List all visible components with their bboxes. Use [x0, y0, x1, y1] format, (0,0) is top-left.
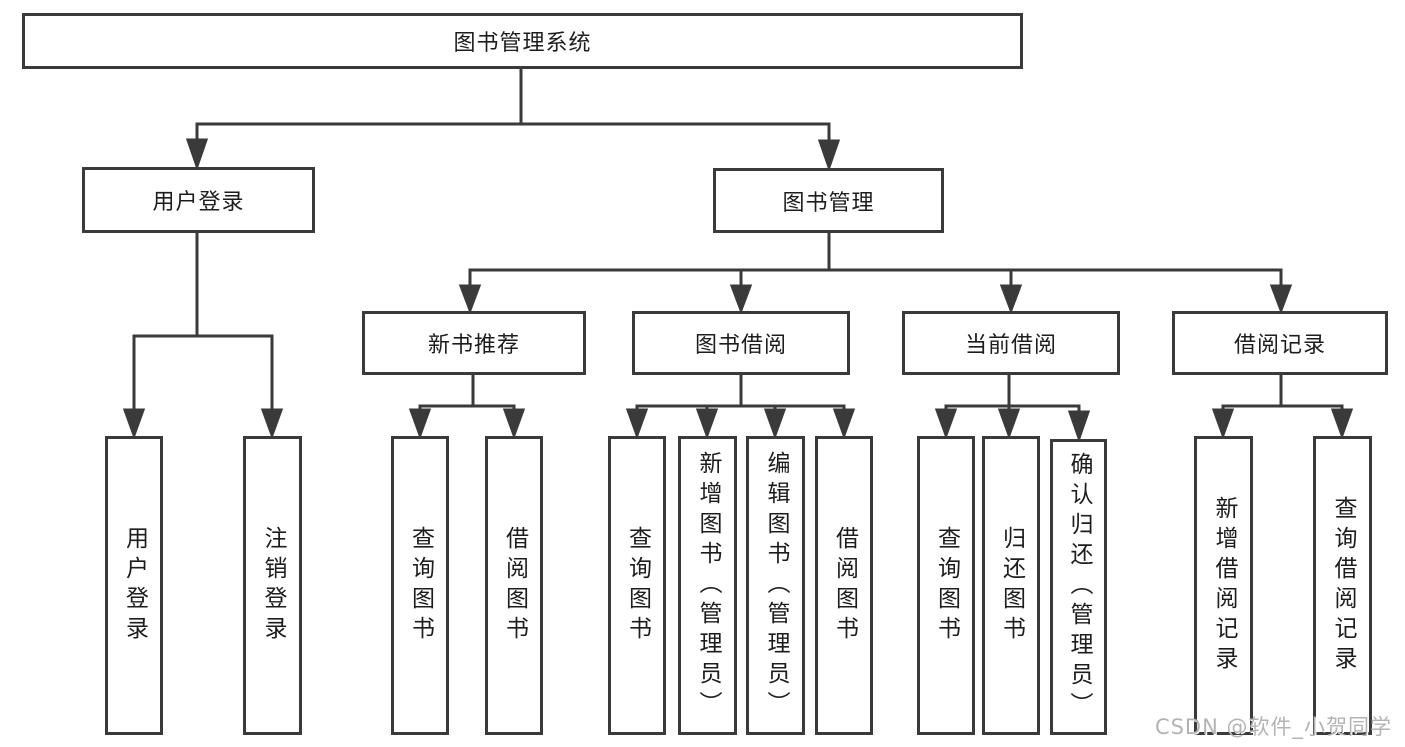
node-current-borrowing: 当前借阅 — [902, 311, 1120, 375]
leaf-edit-books-admin: 编辑图书（管理员） — [746, 436, 805, 735]
leaf-confirm-return-admin: 确认归还（管理员） — [1050, 439, 1107, 735]
leaf-recommend-query-books: 查询图书 — [391, 436, 449, 735]
leaf-query-borrow-record: 查询借阅记录 — [1313, 436, 1372, 735]
leaf-edit-books-admin-label: 编辑图书（管理员） — [763, 450, 789, 721]
leaf-borrowing-query-books: 查询图书 — [608, 436, 666, 735]
connector-current-borrowing-to-leaves — [934, 375, 1091, 443]
node-current-borrowing-label: 当前借阅 — [964, 333, 1057, 358]
leaf-borrowing-query-books-label: 查询图书 — [624, 525, 651, 646]
connector-book-borrowing-to-leaves — [625, 375, 856, 440]
node-root-system: 图书管理系统 — [22, 13, 1023, 69]
node-borrowing-records-label: 借阅记录 — [1233, 333, 1326, 358]
connector-user-login-to-leaves — [122, 233, 284, 440]
connector-new-book-to-leaves — [408, 375, 526, 440]
node-book-borrowing: 图书借阅 — [632, 311, 850, 375]
leaf-confirm-return-admin-label: 确认归还（管理员） — [1066, 452, 1092, 722]
leaf-recommend-query-books-label: 查询图书 — [407, 525, 434, 646]
node-book-management-label: 图书管理 — [782, 190, 875, 216]
node-new-book-recommendation-label: 新书推荐 — [427, 333, 520, 358]
leaf-add-books-admin: 新增图书（管理员） — [678, 436, 737, 735]
leaf-current-query-books-label: 查询图书 — [933, 525, 960, 646]
node-new-book-recommendation: 新书推荐 — [362, 311, 586, 375]
node-user-login: 用户登录 — [82, 167, 315, 233]
leaf-borrowing-borrow-books: 借阅图书 — [815, 436, 873, 735]
leaf-logout-label: 注销登录 — [260, 525, 286, 646]
leaf-logout: 注销登录 — [243, 436, 302, 735]
leaf-borrowing-borrow-books-label: 借阅图书 — [831, 525, 858, 646]
connector-root-to-level2 — [185, 68, 841, 172]
leaf-user-login: 用户登录 — [105, 436, 163, 735]
leaf-add-books-admin-label: 新增图书（管理员） — [695, 450, 721, 721]
leaf-return-books: 归还图书 — [982, 436, 1040, 735]
leaf-add-borrow-record-label: 新增借阅记录 — [1211, 495, 1237, 676]
node-book-management: 图书管理 — [713, 168, 944, 233]
connector-borrow-records-to-leaves — [1211, 375, 1354, 440]
csdn-watermark: CSDN @软件_小贺同学 — [1154, 715, 1392, 739]
node-book-borrowing-label: 图书借阅 — [694, 333, 787, 358]
leaf-add-borrow-record: 新增借阅记录 — [1194, 436, 1253, 735]
leaf-query-borrow-record-label: 查询借阅记录 — [1330, 495, 1356, 676]
leaf-recommend-borrow-books-label: 借阅图书 — [501, 525, 528, 646]
node-root-system-label: 图书管理系统 — [453, 31, 592, 56]
leaf-return-books-label: 归还图书 — [998, 525, 1025, 646]
leaf-recommend-borrow-books: 借阅图书 — [485, 436, 543, 735]
leaf-user-login-label: 用户登录 — [121, 525, 148, 646]
node-borrowing-records: 借阅记录 — [1172, 311, 1388, 375]
node-user-login-label: 用户登录 — [152, 190, 245, 215]
connector-book-management-to-level3 — [458, 233, 1293, 315]
leaf-current-query-books: 查询图书 — [917, 436, 975, 735]
